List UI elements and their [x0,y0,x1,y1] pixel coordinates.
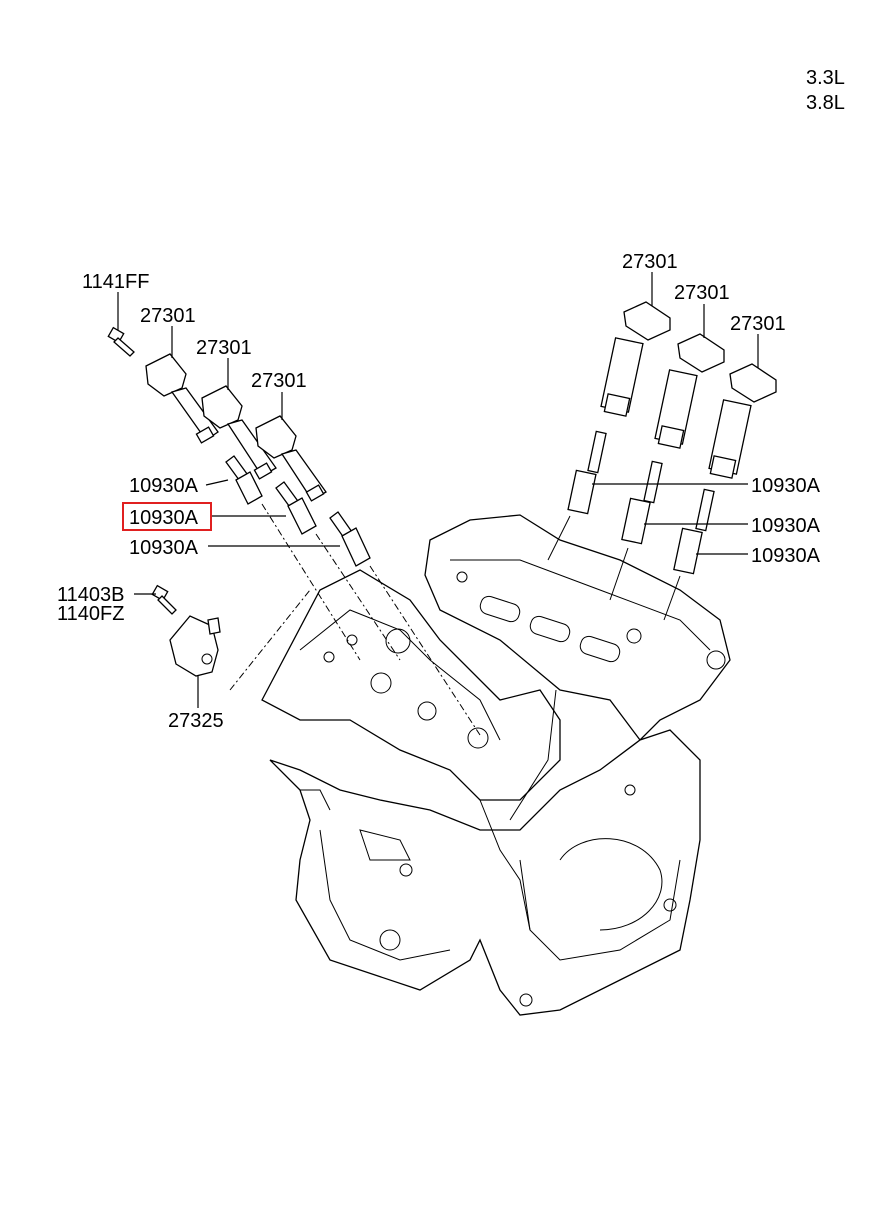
coil-right-3 [708,363,777,479]
coil-left-2 [201,385,277,480]
bracket-27325-drawing [169,615,221,677]
label-coil-right-2: 27301 [674,282,730,304]
label-plug-right-2: 10930A [751,515,821,537]
plug-left-3 [329,511,371,567]
coil-right-2 [654,333,725,449]
plug-right-3 [673,488,715,575]
plug-right-1 [567,430,607,515]
coil-right-1 [600,301,671,417]
bolt-1141ff-drawing [107,326,135,357]
label-bracket-27325: 27325 [168,710,224,732]
coil-left-1 [145,353,219,444]
label-bolt-11403b: 11403B [57,584,124,606]
leader-lines [117,272,759,708]
coil-left-3 [255,415,327,502]
bolt-11403b-drawing [151,584,177,615]
plug-left-1 [225,455,263,505]
label-bolt-1141ff: 1141FF [82,271,149,293]
label-plug-left-2-highlighted[interactable]: 10930A [129,507,199,529]
label-coil-right-3: 27301 [730,313,786,335]
variant-3-8l: 3.8L [806,92,845,114]
label-coil-left-3: 27301 [251,370,307,392]
engine-block-drawing [261,514,731,1016]
label-coil-left-2: 27301 [196,337,252,359]
label-plug-right-1: 10930A [751,475,821,497]
label-plug-left-3: 10930A [129,537,199,559]
label-coil-right-1: 27301 [622,251,678,273]
label-plug-right-3: 10930A [751,545,821,567]
plug-left-2 [275,481,317,535]
plug-right-2 [621,460,663,545]
label-bolt-1140fz: 1140FZ [57,603,124,625]
highlight-box[interactable] [122,502,212,531]
variant-3-3l: 3.3L [806,67,845,89]
label-coil-left-1: 27301 [140,305,196,327]
label-plug-left-1: 10930A [129,475,199,497]
